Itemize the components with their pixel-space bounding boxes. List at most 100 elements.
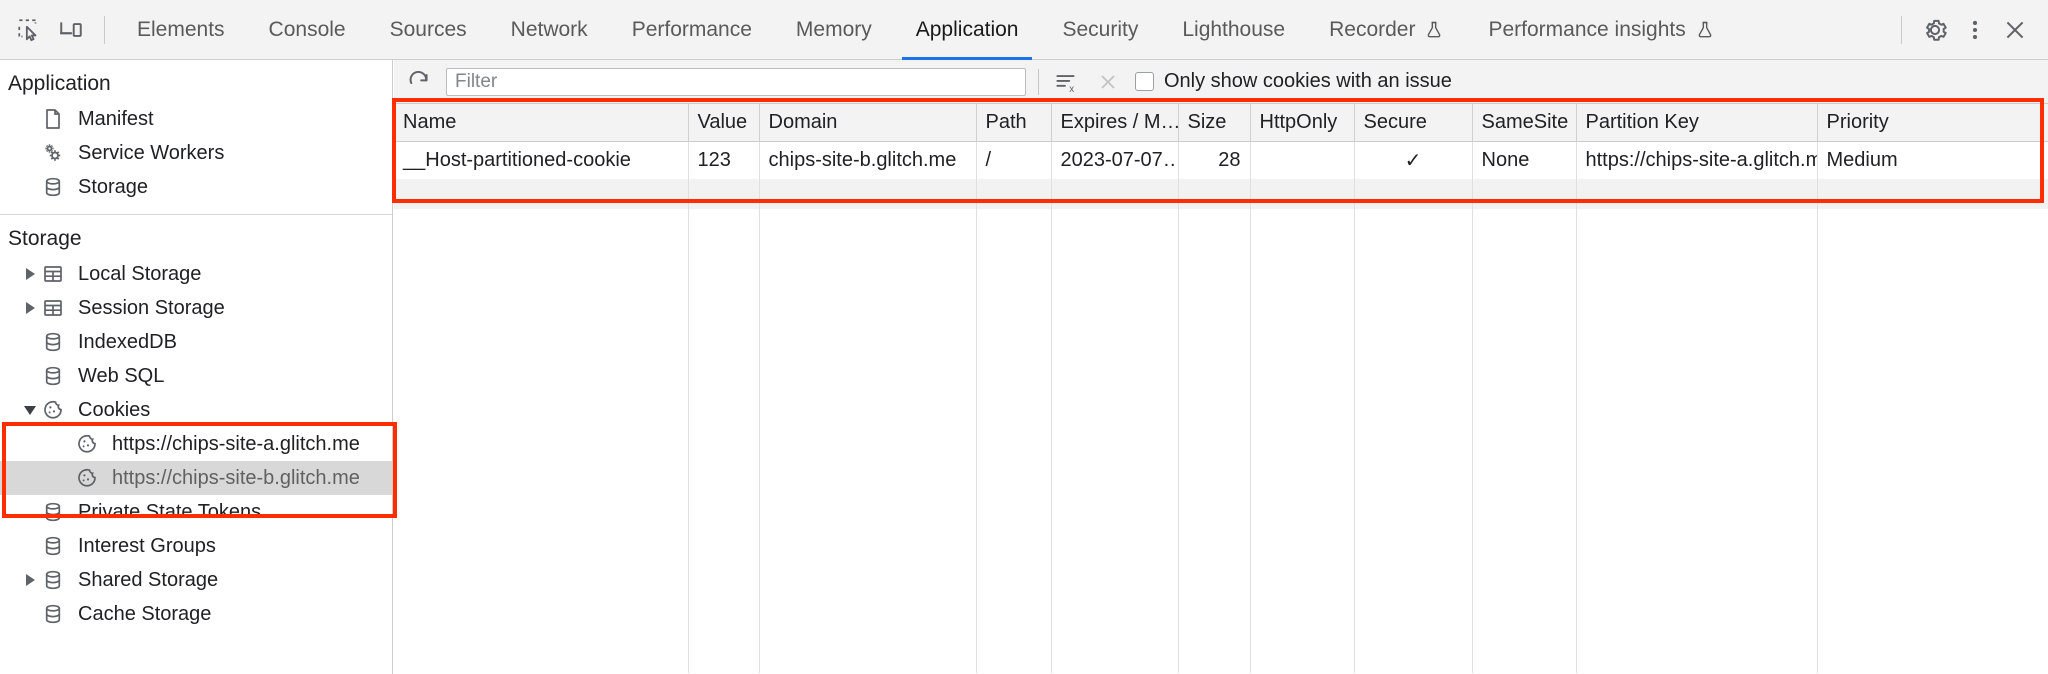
only-show-issues-checkbox[interactable] — [1135, 72, 1154, 91]
empty-cell — [1250, 629, 1355, 673]
delete-selected-cookie-icon[interactable] — [1093, 67, 1123, 97]
sidebar-item-label: Shared Storage — [78, 569, 219, 591]
sidebar-item-interest-groups[interactable]: Interest Groups — [0, 529, 392, 563]
filterbar-divider — [1038, 68, 1039, 95]
inspect-element-icon[interactable] — [10, 11, 48, 49]
empty-cell — [1472, 329, 1577, 389]
sidebar-item-storage[interactable]: Storage — [0, 170, 392, 204]
empty-cell — [1051, 329, 1179, 389]
refresh-icon[interactable] — [404, 67, 434, 97]
cell-path[interactable]: / — [976, 141, 1052, 179]
cell-domain[interactable]: chips-site-b.glitch.me — [759, 141, 977, 179]
empty-cell — [1817, 629, 2048, 673]
cell-httponly[interactable] — [1250, 141, 1355, 179]
empty-cell — [394, 389, 689, 449]
sidebar-item-cookies[interactable]: Cookies — [0, 393, 392, 427]
sidebar-item-shared-storage[interactable]: Shared Storage — [0, 563, 392, 597]
empty-cell — [688, 389, 760, 449]
column-header-size[interactable]: Size — [1178, 104, 1251, 142]
cell-samesite[interactable]: None — [1472, 141, 1577, 179]
sidebar-item-session-storage[interactable]: Session Storage — [0, 291, 392, 325]
sidebar-item-private-state-tokens[interactable]: Private State Tokens — [0, 495, 392, 529]
sidebar-item-web-sql[interactable]: Web SQL — [0, 359, 392, 393]
cell-expires[interactable]: 2023-07-07… — [1051, 141, 1179, 179]
empty-cell — [688, 329, 760, 389]
empty-cell — [1472, 449, 1577, 509]
cell-partitionkey[interactable]: https://chips-site-a.glitch.me — [1576, 141, 1818, 179]
empty-cell — [976, 389, 1052, 449]
tab-label: Performance insights — [1488, 17, 1686, 41]
triangle-right-icon[interactable] — [20, 268, 40, 280]
empty-cell — [1250, 209, 1355, 269]
sidebar-item-https-chips-site-a-glitch-me[interactable]: https://chips-site-a.glitch.me — [0, 427, 392, 461]
toolbar-right-icons — [1897, 11, 2048, 49]
column-header-partitionkey[interactable]: Partition Key — [1576, 104, 1818, 142]
column-header-expires[interactable]: Expires / M… — [1051, 104, 1179, 142]
close-icon[interactable] — [1996, 11, 2034, 49]
tab-performance-insights[interactable]: Performance insights — [1466, 0, 1736, 60]
empty-cell — [1354, 389, 1473, 449]
only-show-issues-checkbox-wrap[interactable]: Only show cookies with an issue — [1135, 70, 1452, 93]
triangle-down-icon[interactable] — [20, 405, 40, 415]
more-options-icon[interactable] — [1956, 11, 1994, 49]
empty-cell — [1576, 509, 1818, 569]
empty-cell — [1250, 329, 1355, 389]
empty-cell — [1354, 269, 1473, 329]
sidebar-item-manifest[interactable]: Manifest — [0, 102, 392, 136]
column-header-secure[interactable]: Secure — [1354, 104, 1473, 142]
empty-cell — [976, 509, 1052, 569]
tab-sources[interactable]: Sources — [368, 0, 489, 60]
column-header-priority[interactable]: Priority — [1817, 104, 2048, 142]
empty-cell — [759, 449, 977, 509]
cell-value[interactable]: 123 — [688, 141, 760, 179]
device-toolbar-icon[interactable] — [52, 11, 90, 49]
cell-name[interactable]: __Host-partitioned-cookie — [394, 141, 689, 179]
empty-cell — [1576, 269, 1818, 329]
column-header-name[interactable]: Name — [394, 104, 689, 142]
column-header-path[interactable]: Path — [976, 104, 1052, 142]
empty-cell — [1354, 569, 1473, 629]
sidebar-item-https-chips-site-b-glitch-me[interactable]: https://chips-site-b.glitch.me — [0, 461, 392, 495]
cell-priority[interactable]: Medium — [1817, 141, 2048, 179]
tab-performance[interactable]: Performance — [610, 0, 774, 60]
triangle-right-icon[interactable] — [20, 574, 40, 586]
tab-elements[interactable]: Elements — [115, 0, 247, 60]
empty-cell — [394, 269, 689, 329]
sidebar-item-cache-storage[interactable]: Cache Storage — [0, 597, 392, 631]
tab-console[interactable]: Console — [247, 0, 368, 60]
tab-memory[interactable]: Memory — [774, 0, 894, 60]
filler-cell — [1354, 179, 1473, 209]
empty-cell — [1250, 569, 1355, 629]
empty-cell — [394, 329, 689, 389]
cell-size[interactable]: 28 — [1178, 141, 1251, 179]
empty-cell — [1817, 269, 2048, 329]
tab-security[interactable]: Security — [1040, 0, 1160, 60]
cookies-filter-toolbar: x Only show cookies with an issue — [394, 60, 2048, 104]
filter-input[interactable] — [446, 67, 1026, 96]
tab-network[interactable]: Network — [489, 0, 610, 60]
sidebar-item-local-storage[interactable]: Local Storage — [0, 257, 392, 291]
tab-lighthouse[interactable]: Lighthouse — [1160, 0, 1307, 60]
column-header-httponly[interactable]: HttpOnly — [1250, 104, 1355, 142]
tab-application[interactable]: Application — [894, 0, 1041, 60]
tab-recorder[interactable]: Recorder — [1307, 0, 1466, 60]
tab-label: Recorder — [1329, 17, 1416, 41]
empty-cell — [1576, 209, 1818, 269]
column-header-samesite[interactable]: SameSite — [1472, 104, 1577, 142]
sidebar-item-service-workers[interactable]: Service Workers — [0, 136, 392, 170]
triangle-right-icon[interactable] — [20, 302, 40, 314]
settings-gear-icon[interactable] — [1916, 11, 1954, 49]
empty-cell — [1178, 209, 1251, 269]
column-header-value[interactable]: Value — [688, 104, 760, 142]
cell-secure[interactable]: ✓ — [1354, 141, 1473, 179]
clear-all-cookies-icon[interactable]: x — [1051, 67, 1081, 97]
sidebar-item-indexeddb[interactable]: IndexedDB — [0, 325, 392, 359]
empty-cell — [688, 569, 760, 629]
column-header-domain[interactable]: Domain — [759, 104, 977, 142]
